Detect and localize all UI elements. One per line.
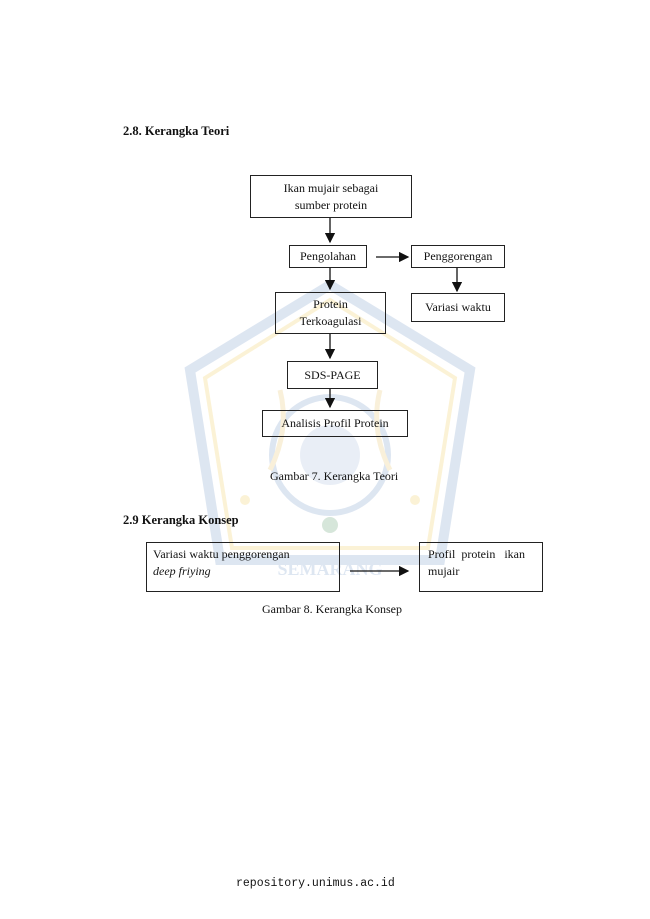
box-variasi-waktu: Variasi waktu bbox=[411, 293, 505, 322]
concept-left-line2: deep friying bbox=[153, 564, 211, 578]
box-protein-line2: Terkoagulasi bbox=[299, 314, 362, 328]
concept-right-line1: Profil protein ikan bbox=[428, 547, 525, 561]
box-protein-terkoagulasi: Protein Terkoagulasi bbox=[275, 292, 386, 334]
box-ikan-mujair-line1: Ikan mujair sebagai bbox=[283, 180, 379, 195]
section-heading-kerangka-konsep: 2.9 Kerangka Konsep bbox=[123, 513, 239, 527]
box-profil-protein-ikan-mujair: Profil protein ikan mujair bbox=[419, 542, 543, 592]
box-sds-page-label: SDS-PAGE bbox=[304, 367, 361, 382]
box-analisis-label: Analisis Profil Protein bbox=[281, 416, 389, 430]
box-pengolahan-label: Pengolahan bbox=[300, 249, 356, 263]
caption-gambar-8: Gambar 8. Kerangka Konsep bbox=[262, 602, 402, 616]
box-protein-line1: Protein bbox=[313, 297, 348, 311]
box-penggorengan: Penggorengan bbox=[411, 245, 505, 268]
box-ikan-mujair: Ikan mujair sebagai sumber protein bbox=[250, 175, 412, 218]
concept-left-line1: Variasi waktu penggorengan bbox=[153, 547, 290, 561]
box-variasi-waktu-penggorengan: Variasi waktu penggorengan deep friying bbox=[146, 542, 340, 592]
box-analisis-profil-protein: Analisis Profil Protein bbox=[262, 410, 408, 437]
svg-text:SEMARANG: SEMARANG bbox=[277, 559, 382, 579]
caption-gambar-7: Gambar 7. Kerangka Teori bbox=[270, 469, 399, 483]
concept-right-line2: mujair bbox=[428, 564, 460, 578]
footer-repository-url: repository.unimus.ac.id bbox=[236, 877, 395, 890]
box-ikan-mujair-line2: sumber protein bbox=[294, 197, 368, 212]
box-penggorengan-label: Penggorengan bbox=[423, 249, 493, 263]
box-pengolahan: Pengolahan bbox=[289, 245, 367, 268]
box-variasi-waktu-label: Variasi waktu bbox=[425, 300, 491, 314]
box-sds-page: SDS-PAGE bbox=[287, 361, 378, 389]
section-heading-kerangka-teori: 2.8. Kerangka Teori bbox=[123, 124, 230, 138]
